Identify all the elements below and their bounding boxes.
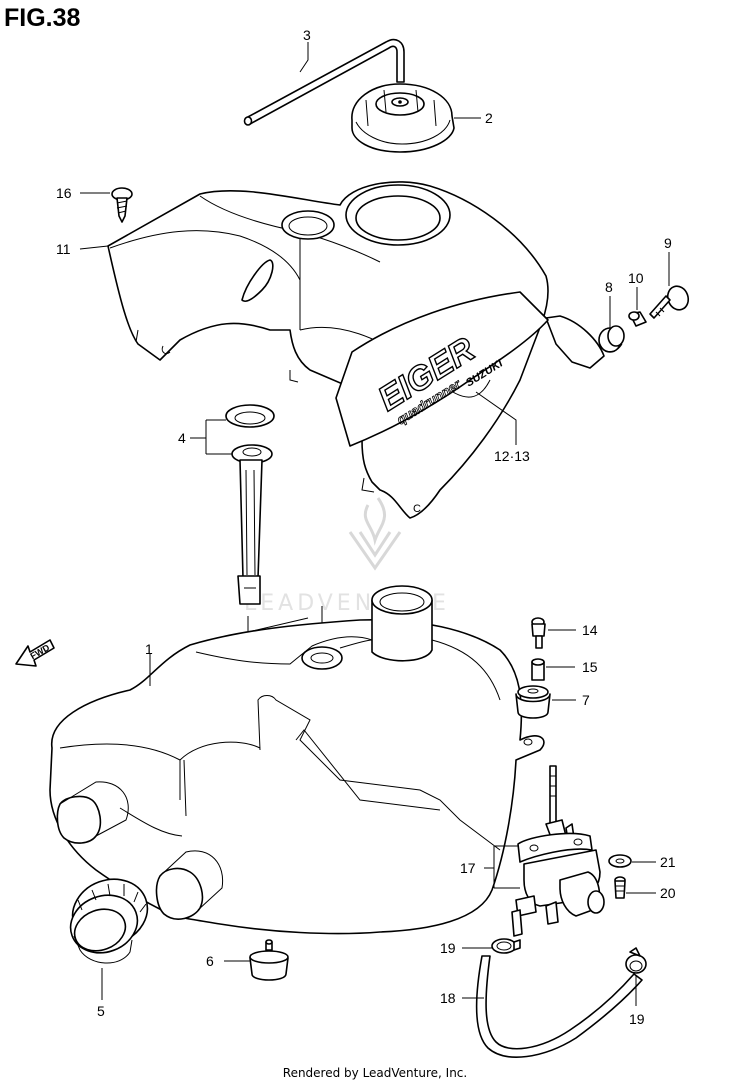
callout-6: 6 [206, 953, 214, 969]
callout-3: 3 [303, 27, 311, 43]
callout-12-13: 12·13 [494, 448, 530, 464]
part-11-12-13-tank-cover: C EIGER quadrunner SUZUKI [107, 181, 605, 519]
part-7-grommet [515, 685, 551, 719]
callout-4: 4 [178, 430, 186, 446]
footer-credit: Rendered by LeadVenture, Inc. [282, 1066, 468, 1080]
part-17-fuel-cock [511, 765, 605, 937]
callout-18: 18 [440, 990, 456, 1006]
part-3-vent-hose [243, 38, 405, 126]
callout-15: 15 [582, 659, 598, 675]
callout-2: 2 [485, 110, 493, 126]
part-8-grommet [598, 325, 625, 353]
fwd-arrow-icon: FWD [15, 639, 55, 667]
leader-lines [79, 42, 670, 1006]
callout-19-upper: 19 [440, 940, 456, 956]
part-5-ring [69, 878, 149, 964]
figure-title: FIG.38 [4, 4, 81, 32]
part-19-clamp-upper [491, 938, 521, 954]
part-20-screw [614, 876, 626, 899]
part-16-screw [111, 187, 133, 223]
part-10-collar [628, 311, 647, 327]
callout-8: 8 [605, 279, 613, 295]
callouts: 3 2 16 11 9 10 8 12·13 4 1 14 15 7 17 21… [56, 27, 676, 1027]
part-1-fuel-tank [49, 585, 545, 935]
callout-9: 9 [664, 235, 672, 251]
callout-7: 7 [582, 692, 590, 708]
callout-20: 20 [660, 885, 676, 901]
part-19-clamp-lower [625, 947, 647, 974]
part-21-washer [608, 854, 632, 868]
part-2-fuel-cap [351, 83, 455, 153]
callout-14: 14 [582, 622, 598, 638]
part-15-collar [531, 658, 545, 681]
callout-21: 21 [660, 854, 676, 870]
callout-16: 16 [56, 185, 72, 201]
part-14-bolt [531, 617, 546, 649]
callout-5: 5 [97, 1003, 105, 1019]
svg-text:C: C [413, 503, 421, 515]
callout-10: 10 [628, 270, 644, 286]
callout-11: 11 [56, 241, 71, 257]
part-6-mount [249, 939, 289, 981]
callout-17: 17 [460, 860, 476, 876]
part-18-fuel-hose [475, 955, 643, 1058]
callout-19-lower: 19 [629, 1011, 645, 1027]
part-9-bolt [649, 285, 690, 319]
callout-1: 1 [145, 641, 153, 657]
part-4-fuel-gauge [225, 404, 275, 605]
